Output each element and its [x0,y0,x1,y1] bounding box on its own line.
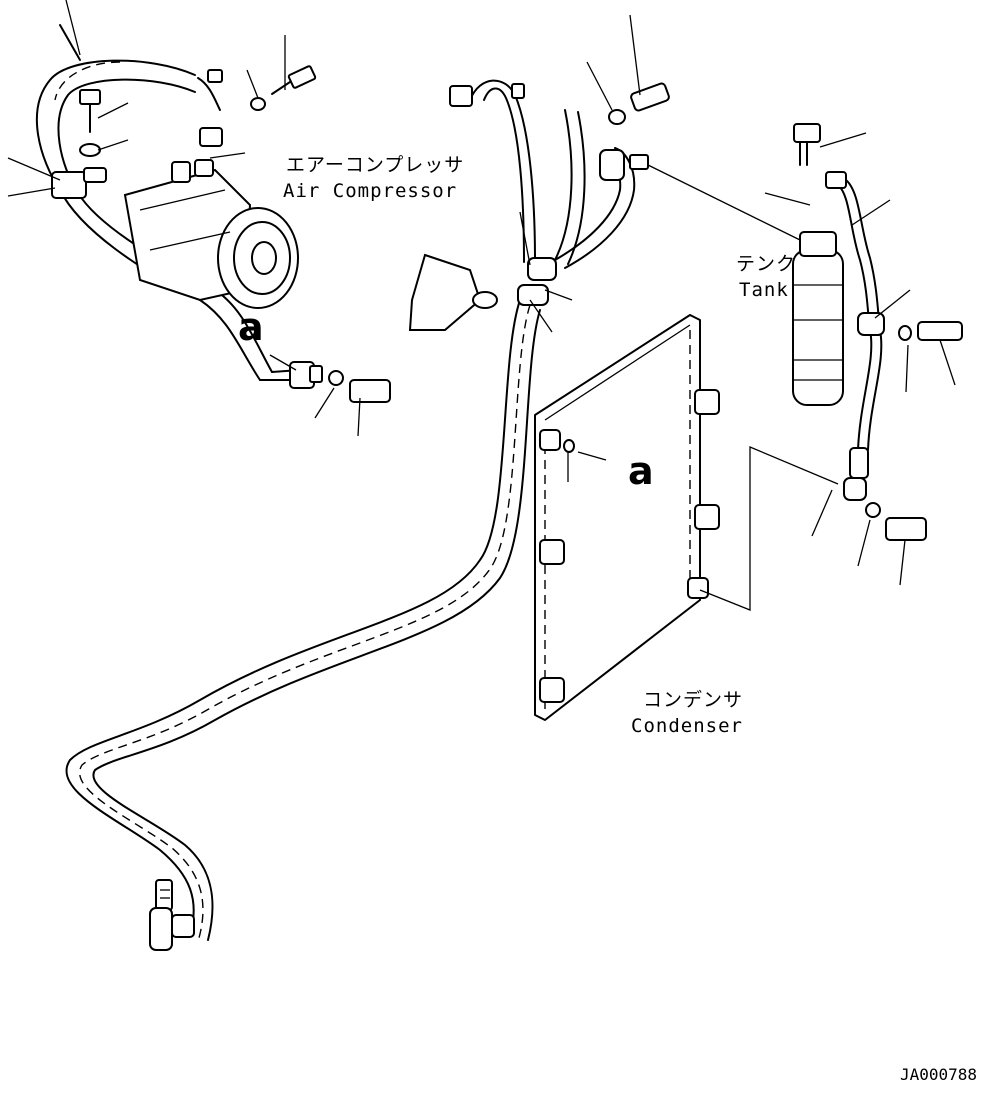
compressor-label-jp: エアーコンプレッサ [286,154,465,176]
main-refrigerant-hose [65,299,541,941]
compressor-body [123,159,299,309]
tank-label-en: Tank [739,279,789,301]
figure-id: JA000788 [900,1065,978,1084]
bolt-left [79,89,101,157]
compressor-fittings [199,69,323,389]
compressor-label-en: Air Compressor [283,180,458,202]
tank-pipe [825,171,885,501]
left-hose-clamp [51,167,107,199]
condenser-inlet-hose [554,147,636,269]
leader-lines [7,0,956,586]
hose-bracket [408,253,557,331]
bolt-compressor-top [250,65,317,111]
condenser-label-jp: コンデンサ [643,689,744,711]
bolt-tank-bottom [865,502,927,541]
connection-lines [269,164,839,611]
condenser-label-en: Condenser [631,715,743,737]
bolt-center-top [608,82,670,125]
tank-inlet-fitting [629,154,649,170]
receiver-tank [792,231,844,406]
upper-center-hose [449,79,586,265]
bolt-compressor-bottom [328,370,391,403]
condenser-panel [534,314,720,721]
bolt-tank-right [898,321,963,341]
bolt-tank-top [793,123,821,166]
tank-label-jp: テンク [736,253,797,275]
mark-a-condenser: a [628,449,654,493]
mark-a-compressor: a [238,305,264,349]
lower-hose-fitting [149,879,195,951]
